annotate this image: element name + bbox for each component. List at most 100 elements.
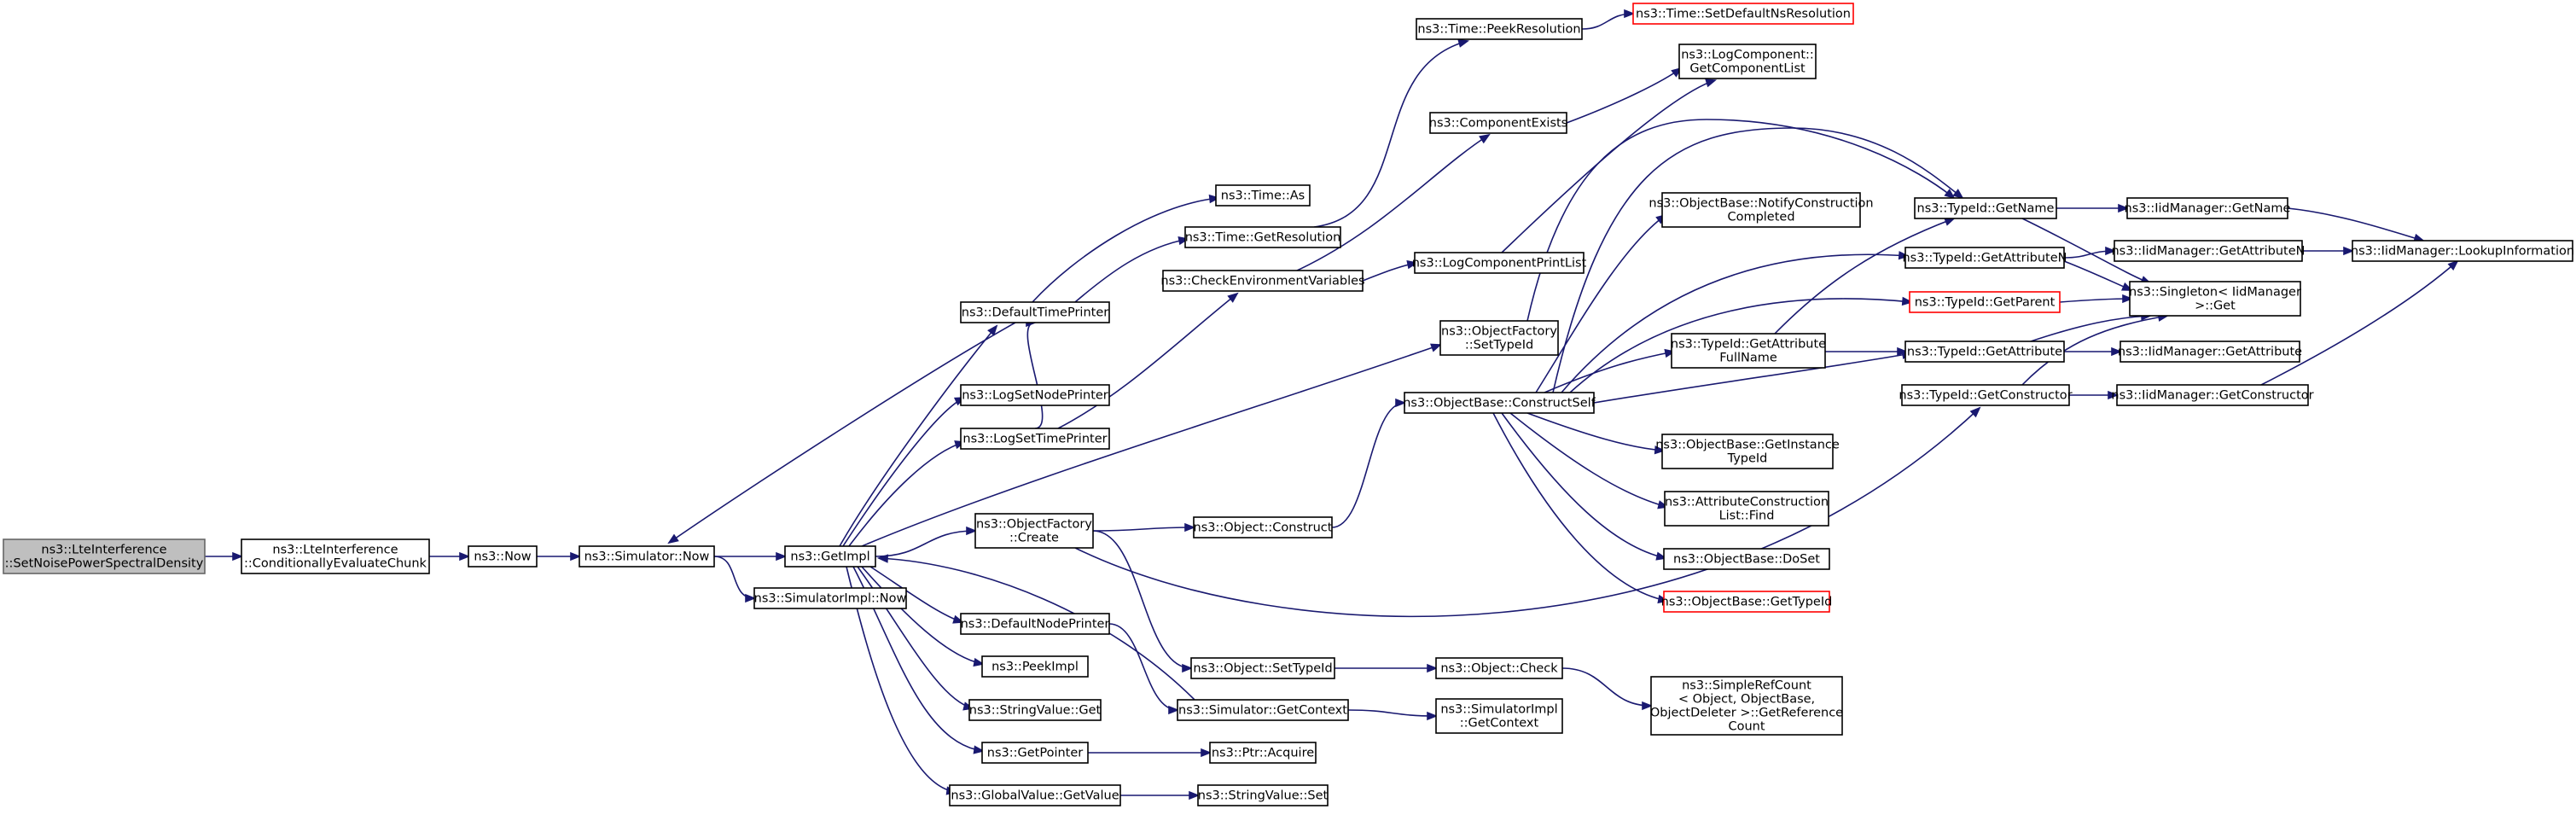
node-n15[interactable]: ns3::Time::As [1215, 184, 1311, 207]
edge-n0-to-n1 [205, 551, 244, 562]
edge-n26-to-n39 [1526, 119, 1956, 322]
node-n1[interactable]: ns3::LteInterference::ConditionallyEvalu… [241, 538, 430, 574]
node-n29[interactable]: ns3::SimulatorImpl::GetContext [1435, 698, 1563, 734]
node-n44[interactable]: ns3::IidManager::GetName [2125, 197, 2291, 219]
node-label: ns3::SimpleRefCount [1682, 679, 1811, 693]
edge-n13-to-n21 [1088, 748, 1212, 758]
node-label: ns3::IidManager::GetConstructor [2111, 389, 2313, 403]
node-n48[interactable]: ns3::IidManager::GetConstructor [2111, 384, 2314, 406]
node-n20[interactable]: ns3::Simulator::GetContext [1177, 699, 1349, 721]
edge-n6-to-n3 [667, 322, 1016, 544]
node-n9[interactable]: ns3::ObjectFactory::Create [974, 513, 1094, 549]
node-n14[interactable]: ns3::GlobalValue::GetValue [949, 784, 1121, 806]
edge-n43-to-n48 [2069, 390, 2120, 400]
node-label: ns3::ObjectFactory [1441, 325, 1557, 339]
node-label: ns3::ObjectFactory [976, 518, 1092, 532]
edge-n2-to-n3 [537, 551, 582, 562]
node-label: ::ConditionallyEvaluateChunk [244, 557, 427, 571]
node-label: ObjectDeleter >::GetReference [1650, 707, 1843, 720]
node-n28[interactable]: ns3::Object::Check [1435, 657, 1563, 679]
node-n43[interactable]: ns3::TypeId::GetConstructor [1899, 384, 2073, 406]
node-n32[interactable]: ns3::ObjectBase::NotifyConstructionCompl… [1649, 192, 1874, 228]
node-n12[interactable]: ns3::StringValue::Get [968, 699, 1102, 721]
node-n27[interactable]: ns3::ObjectBase::ConstructSelf [1403, 392, 1596, 414]
edge-n45-to-n49 [2301, 246, 2355, 256]
node-n46[interactable]: ns3::Singleton< IidManager>::Get [2129, 281, 2301, 317]
node-n11[interactable]: ns3::PeekImpl [981, 655, 1089, 678]
node-n2[interactable]: ns3::Now [468, 545, 538, 568]
edge-n27-to-n41 [1569, 296, 1914, 393]
node-n19[interactable]: ns3::Object::SetTypeId [1190, 657, 1335, 679]
node-n30[interactable]: ns3::Time::SetDefaultNsResolution [1632, 3, 1854, 25]
node-n7[interactable]: ns3::LogSetNodePrinter [960, 384, 1110, 406]
node-label: >::Get [2195, 300, 2236, 313]
node-label: ns3::TypeId::GetAttribute [1671, 338, 1826, 352]
edge-n40-to-n45 [2063, 246, 2117, 259]
node-label: ns3::IidManager::GetName [2125, 202, 2291, 216]
node-n10[interactable]: ns3::DefaultNodePrinter [960, 613, 1110, 635]
node-n22[interactable]: ns3::StringValue::Set [1197, 784, 1329, 806]
node-n31[interactable]: ns3::LogComponent::GetComponentList [1678, 44, 1817, 79]
edge-n28-to-n38 [1561, 667, 1654, 711]
node-n47[interactable]: ns3::IidManager::GetAttribute [2118, 341, 2302, 363]
edge-n4-to-n11 [861, 566, 986, 667]
node-n49[interactable]: ns3::IidManager::LookupInformation [2351, 240, 2574, 262]
node-n13[interactable]: ns3::GetPointer [981, 742, 1089, 764]
node-n17[interactable]: ns3::CheckEnvironmentVariables [1160, 270, 1365, 292]
node-label: ns3::Simulator::GetContext [1178, 704, 1347, 718]
node-label: ns3::LogComponentPrintList [1412, 257, 1587, 271]
node-label: < Object, ObjectBase, [1678, 693, 1815, 707]
node-n45[interactable]: ns3::IidManager::GetAttributeN [2111, 240, 2306, 262]
node-label: ns3::SimulatorImpl::Now [754, 592, 907, 606]
node-label: Completed [1727, 211, 1794, 224]
edge-n27-to-n34 [1526, 412, 1666, 455]
edge-n16-to-n23 [1313, 38, 1470, 228]
node-label: List::Find [1719, 509, 1775, 523]
edge-n39-to-n44 [2056, 203, 2130, 213]
node-label: ns3::AttributeConstruction [1665, 496, 1829, 509]
node-n8[interactable]: ns3::LogSetTimePrinter [960, 428, 1110, 450]
node-n21[interactable]: ns3::Ptr::Acquire [1209, 742, 1317, 764]
node-label: ns3::ComponentExists [1429, 117, 1568, 131]
node-n26[interactable]: ns3::ObjectFactory::SetTypeId [1439, 320, 1559, 356]
node-n38[interactable]: ns3::SimpleRefCount< Object, ObjectBase,… [1650, 676, 1843, 736]
node-n4[interactable]: ns3::GetImpl [784, 545, 876, 568]
node-label: ns3::StringValue::Get [969, 704, 1102, 718]
node-n6[interactable]: ns3::DefaultTimePrinter [960, 301, 1110, 323]
node-n23[interactable]: ns3::Time::PeekResolution [1416, 18, 1583, 40]
node-label: ns3::TypeId::GetAttribute [1907, 346, 2062, 359]
edge-n42-to-n47 [2064, 346, 2123, 357]
edge-n44-to-n49 [2287, 207, 2426, 242]
node-n40[interactable]: ns3::TypeId::GetAttributeN [1902, 247, 2067, 269]
edge-n3-to-n5 [713, 556, 757, 603]
node-label: FullName [1719, 352, 1777, 365]
node-label: ::Create [1009, 532, 1059, 545]
node-n41[interactable]: ns3::TypeId::GetParent [1909, 291, 2061, 313]
edge-n25-to-n31 [1501, 79, 1718, 253]
node-label: ns3::StringValue::Set [1198, 789, 1329, 803]
node-label: ns3::GetImpl [790, 550, 869, 564]
node-n0[interactable]: ns3::LteInterference::SetNoisePowerSpect… [3, 538, 206, 574]
edge-n24-to-n31 [1566, 67, 1683, 124]
node-label: ns3::CheckEnvironmentVariables [1160, 275, 1364, 288]
node-n5[interactable]: ns3::SimulatorImpl::Now [753, 587, 907, 609]
node-n37[interactable]: ns3::ObjectBase::GetTypeId [1661, 591, 1833, 613]
node-n25[interactable]: ns3::LogComponentPrintList [1412, 252, 1587, 274]
edge-n8-to-n17 [1057, 292, 1239, 429]
edge-n9-to-n43 [1074, 406, 1981, 618]
node-n24[interactable]: ns3::ComponentExists [1429, 112, 1568, 134]
edge-n4-to-n7 [842, 397, 966, 547]
node-n16[interactable]: ns3::Time::GetResolution [1184, 226, 1341, 248]
node-n36[interactable]: ns3::ObjectBase::DoSet [1663, 548, 1830, 570]
node-label: ::GetContext [1460, 717, 1539, 731]
edge-n10-to-n20 [1108, 623, 1180, 715]
node-label: ns3::DefaultNodePrinter [961, 618, 1110, 632]
node-n39[interactable]: ns3::TypeId::GetName [1914, 197, 2057, 219]
node-n42[interactable]: ns3::TypeId::GetAttribute [1904, 341, 2065, 363]
node-n18[interactable]: ns3::Object::Construct [1193, 516, 1333, 538]
node-label: ::SetTypeId [1465, 339, 1533, 352]
node-n3[interactable]: ns3::Simulator::Now [579, 545, 715, 568]
